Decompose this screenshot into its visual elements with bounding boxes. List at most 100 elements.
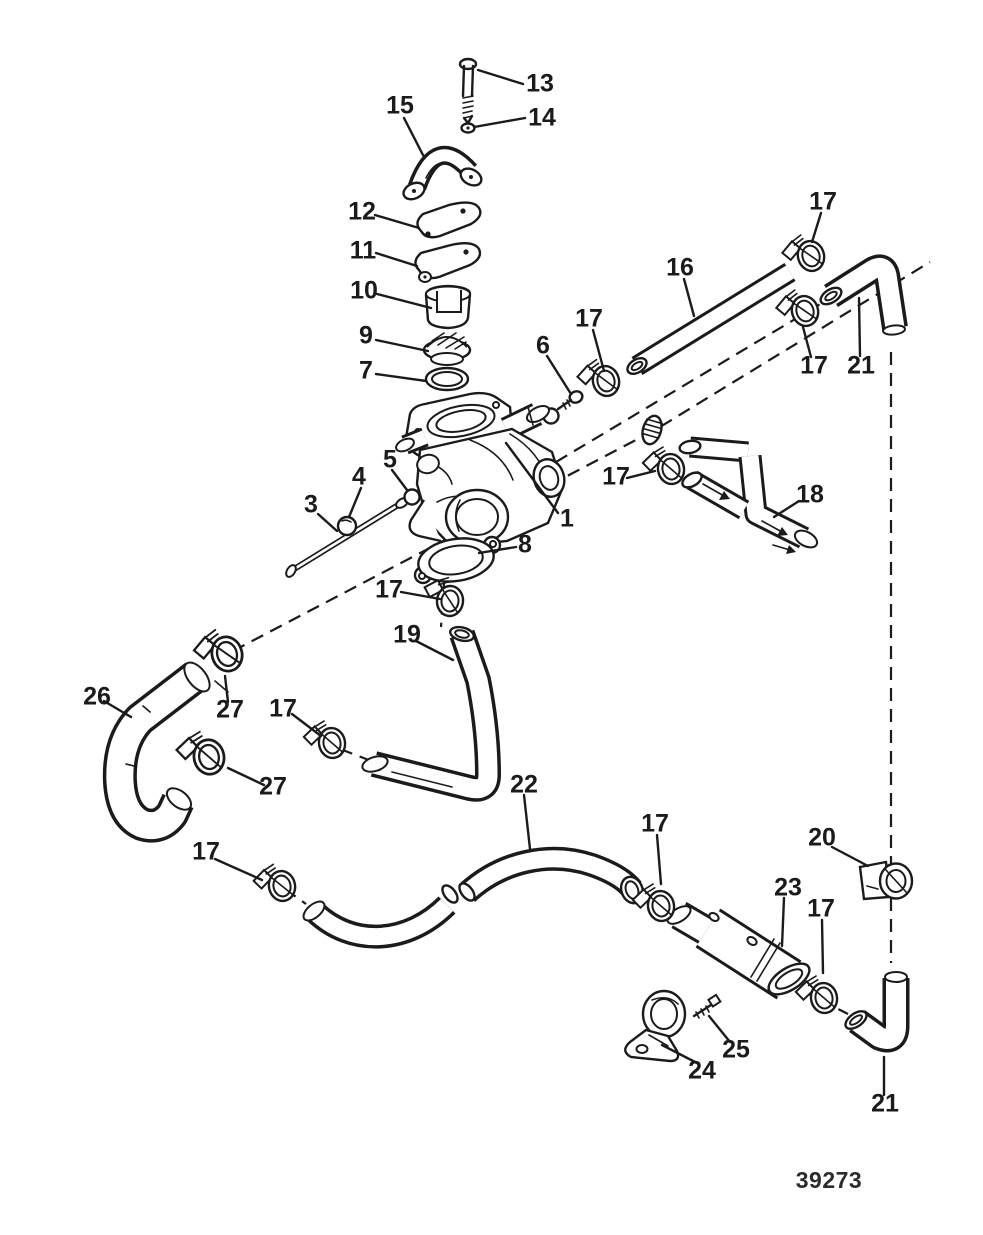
callout-5: 5 bbox=[383, 446, 397, 474]
callout-27: 27 bbox=[216, 696, 244, 724]
callout-17: 17 bbox=[575, 305, 603, 333]
leader-line-24 bbox=[660, 1043, 699, 1065]
leader-line-5 bbox=[390, 468, 409, 492]
part-21-elbow-hose-top bbox=[819, 254, 908, 336]
ribbed-fitting bbox=[641, 414, 663, 446]
drawing-number: 39273 bbox=[796, 1167, 862, 1193]
leader-line-17 bbox=[591, 328, 606, 373]
callout-layer: 13 14 15 12 11 10 9 7 6 17 16 17 17 21 54 3 18 17 19 18 17 26… bbox=[83, 68, 899, 1118]
callout-12: 12 bbox=[348, 198, 376, 226]
leader-line-8 bbox=[477, 545, 518, 555]
callout-26: 26 bbox=[83, 683, 111, 711]
callout-17: 17 bbox=[800, 352, 828, 380]
part-14-washer bbox=[460, 122, 476, 134]
callout-24: 24 bbox=[688, 1057, 716, 1085]
leader-line-17 bbox=[290, 712, 323, 738]
part-1-housing bbox=[395, 391, 566, 549]
part-10-sleeve bbox=[424, 284, 472, 330]
leader-line-20 bbox=[830, 845, 870, 868]
callout-11: 11 bbox=[350, 237, 377, 265]
part-22-hose bbox=[302, 846, 645, 949]
leader-line-17 bbox=[820, 918, 825, 975]
leader-line-26 bbox=[102, 699, 133, 719]
callout-17: 17 bbox=[269, 695, 297, 723]
leader-line-6 bbox=[545, 354, 573, 396]
callout-17: 17 bbox=[375, 576, 403, 604]
leader-line-13 bbox=[476, 68, 525, 86]
callout-15: 15 bbox=[386, 92, 414, 120]
leader-line-27 bbox=[223, 674, 230, 704]
callout-23: 23 bbox=[774, 874, 802, 902]
part-4-plug bbox=[336, 515, 358, 537]
leader-line-17 bbox=[399, 590, 442, 601]
part-23-connector bbox=[666, 902, 811, 1000]
part-21-elbow-hose-bottom bbox=[844, 971, 910, 1053]
callout-1: 1 bbox=[560, 505, 574, 533]
callout-6: 6 bbox=[536, 332, 550, 360]
leader-line-14 bbox=[472, 116, 527, 129]
callout-21: 21 bbox=[871, 1090, 899, 1118]
part-25-screw bbox=[692, 993, 722, 1019]
part-3-rod bbox=[285, 497, 409, 578]
callout-18: 18 bbox=[796, 481, 824, 509]
leader-line-22 bbox=[522, 793, 532, 851]
leader-line-9 bbox=[374, 338, 430, 353]
part-11-cover-plate bbox=[414, 242, 482, 283]
part-8-gasket bbox=[413, 535, 502, 585]
callout-4: 4 bbox=[352, 463, 366, 491]
callout-17: 17 bbox=[641, 810, 669, 838]
leader-line-17 bbox=[801, 325, 813, 359]
leader-line-17 bbox=[213, 857, 264, 882]
callout-13: 13 bbox=[526, 70, 554, 98]
callout-22: 22 bbox=[510, 771, 538, 799]
callout-7: 7 bbox=[359, 357, 373, 385]
leader-line-18 bbox=[772, 499, 801, 519]
part-6-bolt bbox=[542, 390, 584, 425]
callout-25: 25 bbox=[722, 1036, 750, 1064]
leader-line-23 bbox=[780, 896, 786, 948]
leader-line-25 bbox=[707, 1014, 732, 1044]
part-5-plug bbox=[403, 488, 421, 506]
callout-16: 16 bbox=[666, 254, 694, 282]
leader-line-10 bbox=[375, 292, 433, 310]
leader-line-17 bbox=[655, 833, 663, 886]
part-26-hose bbox=[102, 661, 229, 843]
leader-line-27 bbox=[226, 766, 266, 787]
callout-17: 17 bbox=[602, 463, 630, 491]
callout-17: 17 bbox=[809, 188, 837, 216]
leader-line-11 bbox=[374, 251, 419, 268]
callout-8: 8 bbox=[518, 531, 532, 559]
clamps-17-and-27 bbox=[172, 229, 841, 1019]
part-7-oring bbox=[424, 366, 470, 392]
part-12-cover-plate bbox=[416, 201, 482, 239]
leader-line-19 bbox=[414, 639, 455, 662]
callout-14: 14 bbox=[528, 104, 556, 132]
callout-10: 10 bbox=[350, 277, 378, 305]
callout-3: 3 bbox=[304, 491, 318, 519]
part-24-bracket bbox=[624, 989, 687, 1063]
part-16-hose bbox=[626, 263, 796, 376]
part-20-clamp bbox=[858, 860, 914, 901]
part-15-bracket bbox=[402, 145, 483, 201]
callout-27: 27 bbox=[259, 773, 287, 801]
callout-21: 21 bbox=[847, 352, 875, 380]
part-19-hose bbox=[361, 625, 501, 802]
leader-line-15 bbox=[402, 116, 426, 159]
part-9-thermostat bbox=[422, 332, 472, 366]
leader-line-7 bbox=[374, 372, 428, 383]
callout-9: 9 bbox=[359, 322, 373, 350]
leader-line-17 bbox=[625, 469, 657, 480]
leader-line-21 bbox=[857, 296, 862, 358]
leader-line-12 bbox=[373, 213, 421, 230]
leader-line-16 bbox=[682, 277, 696, 318]
leader-line-1 bbox=[504, 441, 560, 515]
callout-17: 17 bbox=[807, 895, 835, 923]
callout-20: 20 bbox=[808, 824, 836, 852]
part-18-hose bbox=[678, 436, 819, 554]
part-13-bolt bbox=[458, 57, 478, 125]
callout-19: 19 bbox=[393, 621, 421, 649]
leader-line-3 bbox=[316, 512, 339, 533]
leader-line-17 bbox=[810, 211, 823, 244]
